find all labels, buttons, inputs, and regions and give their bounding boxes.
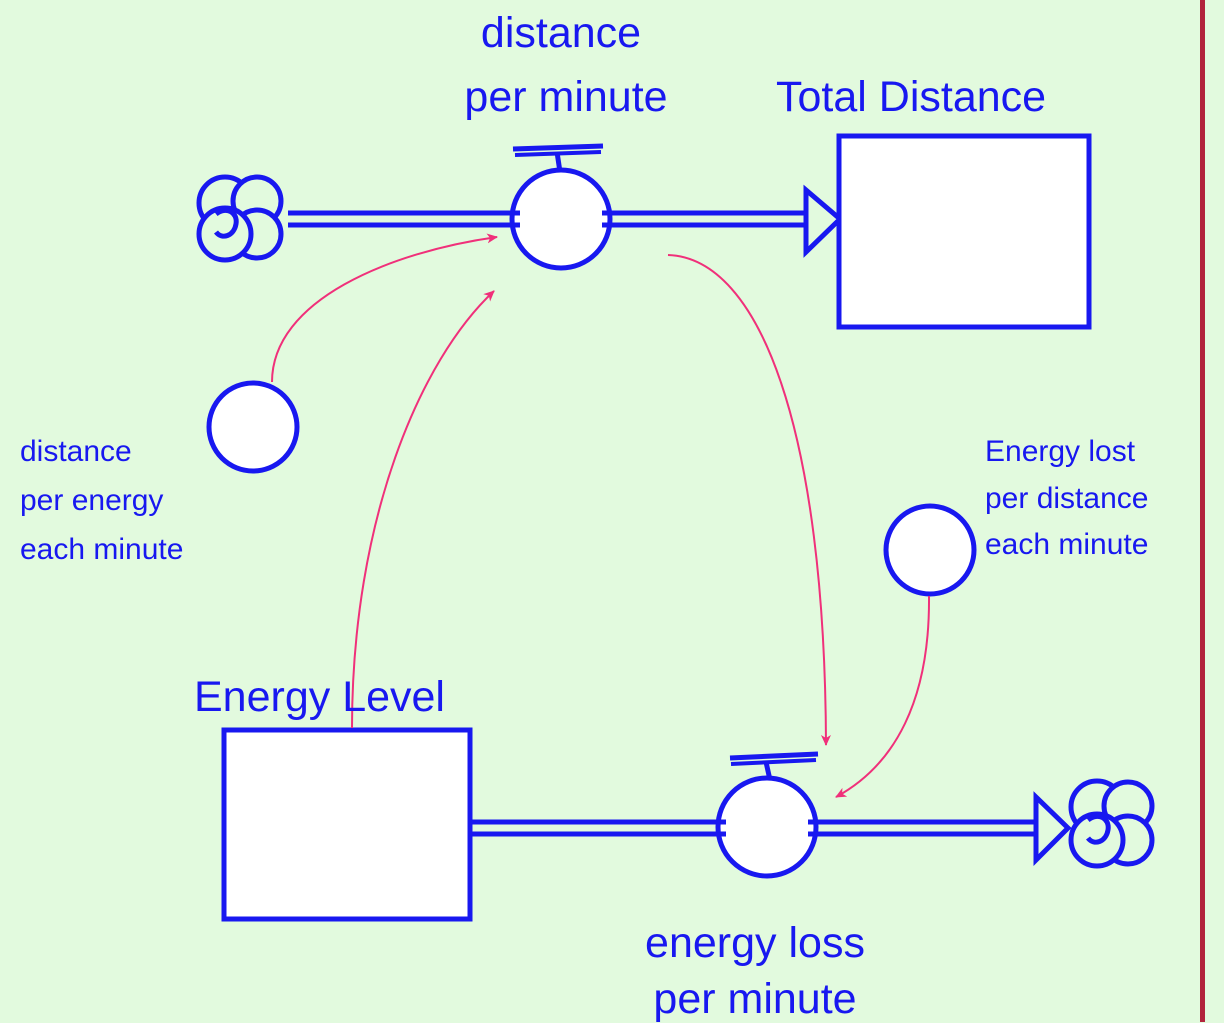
flow-arrowhead-icon: [803, 184, 844, 258]
stock-label-total-distance: Total Distance: [776, 73, 1047, 121]
valve-circle-icon: [715, 775, 819, 879]
sink-cloud-icon: [1068, 778, 1155, 869]
flow-arrowhead-icon: [1033, 791, 1072, 867]
stock-energy-level-box[interactable]: [221, 727, 473, 922]
source-cloud-icon: [196, 174, 284, 263]
converter-label-line3: each minute: [20, 533, 184, 566]
flow-label-line2: per minute: [464, 73, 668, 121]
converter-label-line1: distance: [20, 435, 132, 468]
flow-label-line2: per minute: [653, 975, 857, 1023]
valve-distance-per-minute[interactable]: [509, 143, 613, 271]
converter-energy-lost-per-distance-circle[interactable]: [883, 503, 977, 597]
valve-energy-loss-per-minute[interactable]: [715, 751, 819, 879]
flow-label-line1: energy loss: [645, 919, 865, 967]
converter-label-line2: per energy: [20, 484, 164, 517]
converter-distance-per-energy-circle[interactable]: [206, 380, 300, 474]
valve-circle-icon: [509, 167, 613, 271]
valve-handle-icon: [512, 143, 604, 152]
connector-converter-to-distance-valve: [271, 233, 498, 383]
converter-label-line3: each minute: [985, 528, 1149, 561]
converter-label-line1: Energy lost: [985, 435, 1136, 468]
slide-right-border: [1200, 0, 1224, 1022]
connector-distance-valve-to-energy-valve: [667, 254, 831, 746]
connector-energy-lost-to-energy-valve: [835, 595, 931, 798]
flow-label-line1: distance: [480, 9, 642, 57]
stock-label-energy-level: Energy Level: [194, 673, 445, 721]
stock-total-distance-box[interactable]: [836, 133, 1092, 330]
connector-energy-level-to-distance-valve: [351, 290, 495, 729]
converter-label-line2: per distance: [985, 482, 1149, 515]
valve-handle-icon: [729, 751, 819, 761]
